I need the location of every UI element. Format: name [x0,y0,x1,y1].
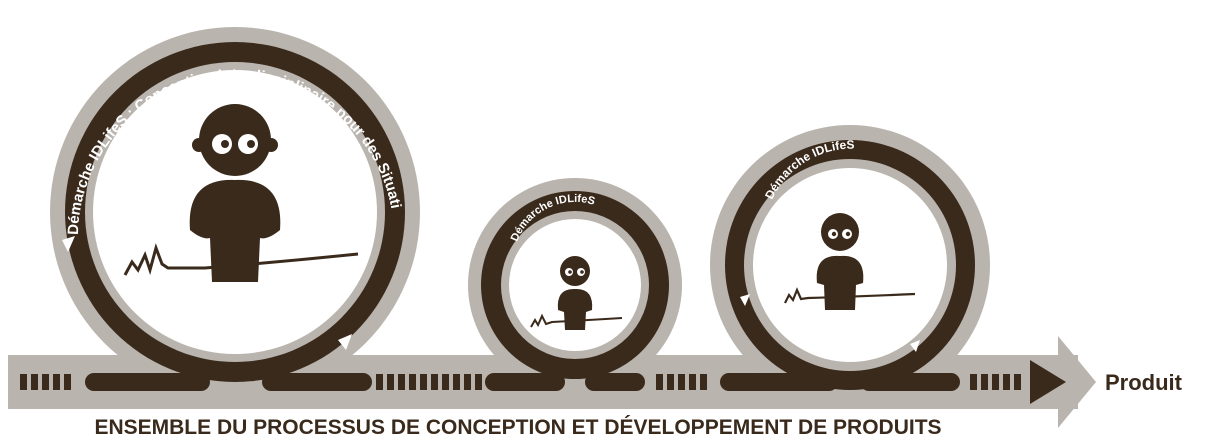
loop-3: Démarche IDLifeS [710,125,990,405]
loop-1-arrow-up [62,236,75,252]
process-segment-2 [262,373,372,391]
process-arrow-head-outline [1058,336,1096,428]
loop-1-figure-head [199,104,271,176]
loop-1-scribble-line [123,243,359,276]
loop-3-figure-head [821,213,859,251]
loop-2-figure-head [560,256,590,286]
process-segment-1 [85,373,210,391]
process-segment-4 [585,373,645,391]
loop-1: Démarche IDLifeS : Conception Interdisci… [0,0,420,397]
product-label: Produit [1105,370,1183,395]
loop-3-arrow-up [740,294,750,306]
loop-1-arrow-down [338,334,352,350]
process-arrow-head [1030,360,1066,404]
process-segment-6 [860,373,960,391]
process-segment-3 [485,373,565,391]
process-segment-5 [720,373,838,391]
process-caption: ENSEMBLE DU PROCESSUS DE CONCEPTION ET D… [94,416,941,439]
loop-1-figure-body [189,179,281,282]
process-ticks [20,374,1021,390]
loop-2: Démarche IDLifeS [468,178,682,392]
loop-1-figure-ear-left [192,138,206,152]
loop-3-arrow-down [910,340,920,352]
loop-2-scribble-line [530,313,623,328]
loop-1-figure-ear-right [264,138,278,152]
loop-3-scribble-line [784,287,916,304]
